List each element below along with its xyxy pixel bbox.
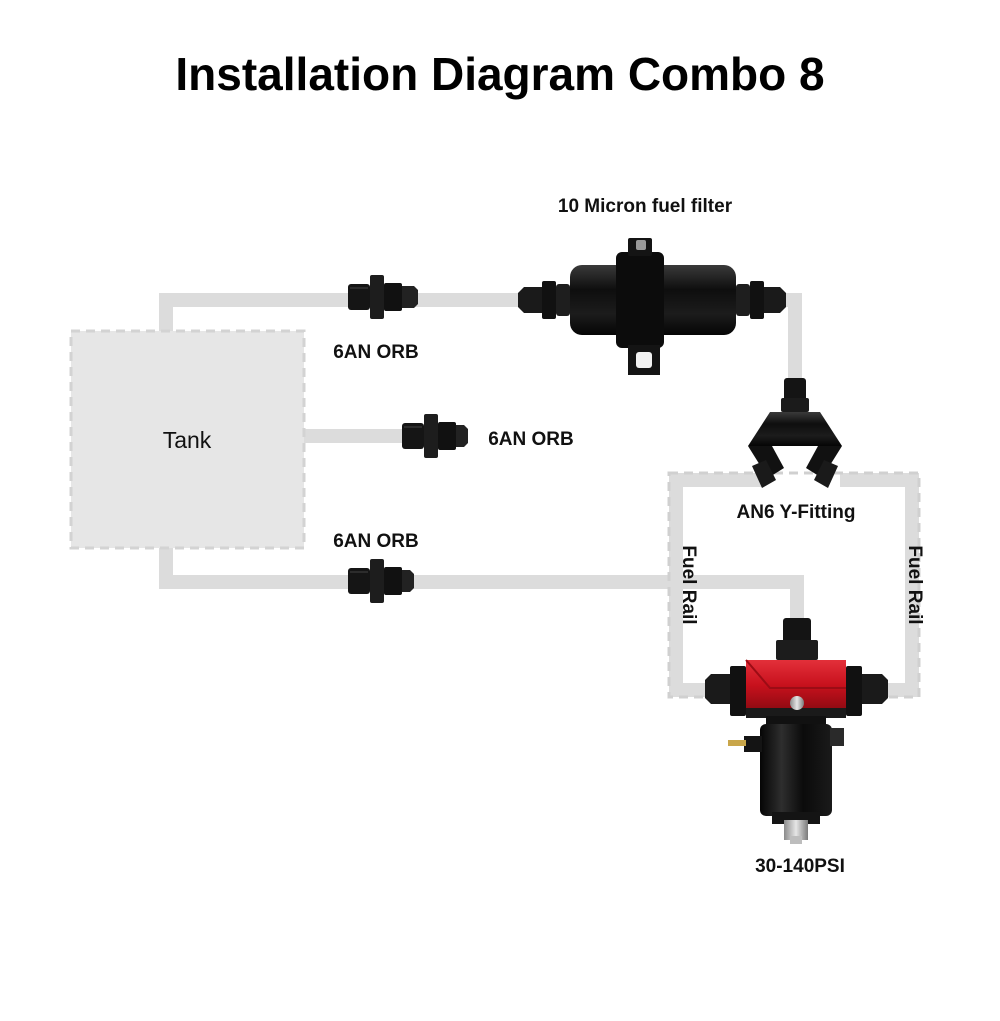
orb-middle-label: 6AN ORB	[488, 429, 574, 450]
fuel-rail-loop-outline	[667, 471, 921, 699]
supply-line	[159, 293, 802, 385]
orb-bottom-label: 6AN ORB	[333, 531, 419, 552]
orb-top-label: 6AN ORB	[333, 342, 419, 363]
fuel-filter	[518, 238, 786, 375]
orb-fitting-bottom	[348, 559, 414, 603]
page-title: Installation Diagram Combo 8	[175, 48, 824, 100]
orb-fitting-top	[348, 275, 418, 319]
fuel-pressure-regulator	[705, 618, 888, 844]
y-fitting-label: AN6 Y-Fitting	[737, 502, 856, 523]
orb-fitting-middle	[402, 414, 468, 458]
return-line	[159, 548, 804, 630]
fuel-rail-loop	[669, 473, 919, 697]
tank-label: Tank	[163, 427, 212, 453]
regulator-label: 30-140PSI	[755, 856, 845, 877]
fuel-rail-right-label: Fuel Rail	[904, 545, 925, 624]
fuel-rail-left-label: Fuel Rail	[678, 545, 699, 624]
fuel-filter-label: 10 Micron fuel filter	[558, 196, 733, 217]
tank: Tank	[69, 329, 306, 550]
tank-body	[69, 329, 306, 550]
y-fitting	[748, 378, 842, 488]
fuel-lines	[159, 293, 921, 699]
